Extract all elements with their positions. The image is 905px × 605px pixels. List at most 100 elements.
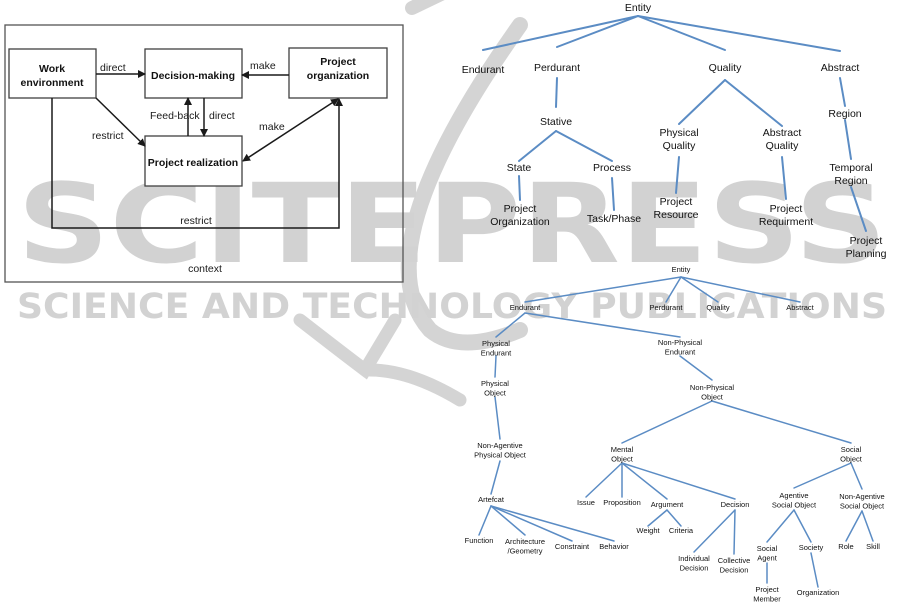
tree-edge-endurant-nonphysend bbox=[524, 312, 681, 338]
tree-node-perdurant: Perdurant bbox=[650, 303, 684, 312]
tree-node-organization: Organization bbox=[797, 588, 840, 597]
tree-edge-region-temporal bbox=[844, 119, 852, 160]
watermark-swoosh-icon bbox=[400, 17, 528, 351]
tree-node-label: Physical bbox=[481, 379, 509, 388]
tree-node-label: Social Object bbox=[840, 502, 885, 511]
tree-node-label: Quality bbox=[663, 140, 696, 152]
tree-node-label: Agent bbox=[757, 554, 778, 563]
tree-edge-social-nonagsocial bbox=[850, 462, 863, 490]
tree-node-label: Object bbox=[484, 389, 507, 398]
tree-edge-artefact-behavior bbox=[490, 505, 615, 542]
tree-edge-society-organization bbox=[810, 552, 819, 588]
tree-node-label: Abstract bbox=[786, 303, 814, 312]
tree-node-label: Entity bbox=[625, 2, 652, 14]
tree-node-entity: Entity bbox=[672, 265, 691, 274]
tree-node-label: Individual bbox=[678, 554, 710, 563]
tree-edge-stative-state bbox=[518, 130, 557, 162]
tree-node-label: Non-Agentive bbox=[839, 492, 884, 501]
tree-edge-entity-perdurant bbox=[665, 276, 682, 303]
box-work-environment: Work environment bbox=[8, 48, 97, 99]
tree-node-label: State bbox=[507, 162, 532, 174]
arrow-work-to-realization: restrict bbox=[92, 97, 146, 147]
tree-node-label: Social bbox=[841, 445, 862, 454]
tree-edge-argument-weight bbox=[647, 509, 668, 527]
tree-edge-process-task bbox=[611, 177, 615, 211]
watermark-swoosh-icon bbox=[405, 0, 445, 15]
tree-edge-decision-coldec bbox=[733, 509, 736, 555]
tree-node-perdurant: Perdurant bbox=[534, 62, 580, 74]
tree-node-label: Social bbox=[757, 544, 778, 553]
arrow-label: direct bbox=[100, 62, 126, 74]
tree-edge-perdurant-stative bbox=[555, 77, 558, 108]
tree-node-label: Issue bbox=[577, 498, 595, 507]
tree-node-label: Endurant bbox=[665, 348, 696, 357]
tree-node-label: Object bbox=[701, 393, 724, 402]
tree-edge-artefact-architecture bbox=[490, 505, 526, 536]
arrow-label: make bbox=[250, 60, 276, 72]
box-label: Project realization bbox=[148, 157, 238, 169]
tree-edge-agsocial-society bbox=[793, 509, 812, 543]
tree-node-label: Skill bbox=[866, 542, 880, 551]
tree-node-proposition: Proposition bbox=[603, 498, 641, 507]
tree-node-label: Physical bbox=[659, 127, 698, 139]
tree-node-behavior: Behavior bbox=[599, 542, 629, 551]
box-label: Work bbox=[39, 63, 65, 75]
tree-node-label: Task/Phase bbox=[587, 213, 641, 225]
tree-node-society: Society bbox=[799, 543, 824, 552]
context-diagram: context Work environment Decision-making… bbox=[4, 24, 404, 283]
tree-node-issue: Issue bbox=[577, 498, 595, 507]
tree-node-label: Non-Agentive bbox=[477, 441, 522, 450]
tree-node-label: Project bbox=[755, 585, 779, 594]
tree-node-label: Decision bbox=[720, 566, 749, 575]
tree-node-skill: Skill bbox=[866, 542, 880, 551]
tree-edge-stative-process bbox=[555, 130, 613, 162]
tree-node-label: Weight bbox=[636, 526, 660, 535]
tree-edge-state-porg bbox=[518, 175, 521, 201]
tree-node-label: Organization bbox=[490, 216, 550, 228]
box-label: organization bbox=[307, 70, 369, 82]
tree-edge-nonagsocial-skill bbox=[861, 510, 874, 542]
tree-edge-artefact-constraint bbox=[490, 505, 573, 542]
tree-node-label: Abstract bbox=[821, 62, 860, 74]
tree-node-label: Project bbox=[850, 235, 883, 247]
box-label: Decision-making bbox=[151, 70, 235, 82]
tree-node-weight: Weight bbox=[636, 526, 660, 535]
tree-edge-entity-abstract bbox=[680, 276, 801, 303]
tree-node-label: Social Object bbox=[772, 501, 817, 510]
box-label: environment bbox=[20, 77, 84, 89]
tree-node-label: Organization bbox=[797, 588, 840, 597]
tree-node-label: Quality bbox=[709, 62, 742, 74]
arrow-feedback: Feed-back bbox=[150, 97, 200, 136]
tree-node-label: Physical Object bbox=[474, 451, 527, 460]
tree-node-label: Member bbox=[753, 595, 781, 604]
tree-edge-entity-quality bbox=[637, 15, 726, 51]
tree-edge-mental-decision bbox=[621, 462, 736, 500]
tree-node-label: Resource bbox=[654, 209, 699, 221]
tree-node-label: Physical bbox=[482, 339, 510, 348]
tree-node-label: Endurant bbox=[481, 349, 512, 358]
arrow-decision-to-realization: direct bbox=[200, 98, 235, 137]
tree-edge-social-agsocial bbox=[793, 462, 852, 489]
tree-edge-mental-issue bbox=[585, 462, 623, 498]
tree-node-label: Architecture bbox=[505, 537, 545, 546]
arrow-org-realization: make bbox=[242, 98, 339, 162]
tree-node-label: Constraint bbox=[555, 542, 590, 551]
tree-node-label: Stative bbox=[540, 116, 572, 128]
watermark-swoosh-icon bbox=[293, 313, 402, 380]
tree-edge-endurant-physend bbox=[495, 312, 526, 338]
tree-node-label: Perdurant bbox=[534, 62, 580, 74]
tree-edge-argument-criteria bbox=[666, 509, 682, 527]
tree-node-label: Collective bbox=[718, 556, 751, 565]
tree-node-quality: Quality bbox=[709, 62, 742, 74]
